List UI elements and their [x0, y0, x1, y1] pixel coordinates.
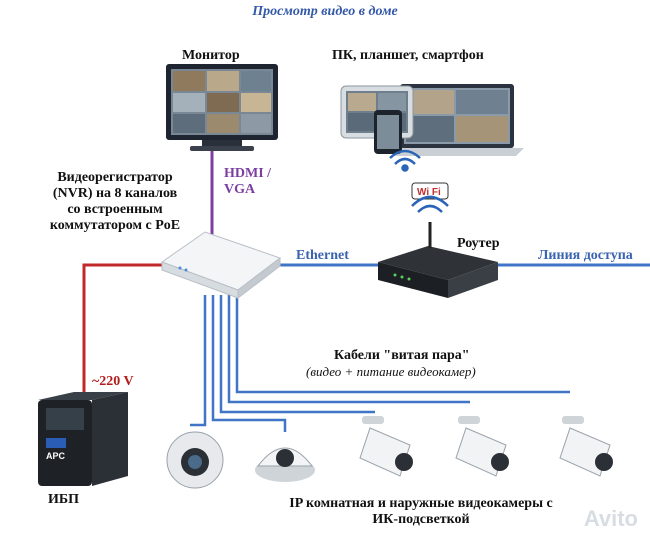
poe-cable-4	[227, 295, 470, 404]
monitor-icon	[166, 64, 278, 151]
ups-brand: APC	[46, 451, 66, 461]
poe-cable-1	[190, 295, 207, 427]
nvr-label-line-2: (NVR) на 8 каналов	[52, 186, 178, 201]
wifi-signal-icon	[389, 149, 421, 172]
router-device-icon	[378, 182, 498, 298]
bullet-camera-icon-3	[559, 416, 613, 477]
devices-label: ПК, планшет, смартфон	[332, 48, 484, 63]
cameras-label-line-2: ИК-подсветкой	[372, 512, 470, 527]
fisheye-camera-icon	[166, 431, 224, 489]
cameras-label-line-1: IP комнатная и наружные видеокамеры с	[289, 496, 553, 511]
nvr-label: Видеорегистратор (NVR) на 8 каналов со в…	[20, 170, 210, 234]
nvr-label-line-3: со встроенным	[67, 202, 163, 217]
poe-cable-3	[219, 295, 375, 414]
poe-cable-2	[211, 295, 287, 432]
ethernet-label: Ethernet	[296, 248, 349, 263]
access-line-label: Линия доступа	[538, 248, 633, 263]
nvr-label-line-4: коммутатором с PoE	[49, 218, 181, 233]
poe-cable-5	[235, 295, 570, 394]
cameras-label: IP комнатная и наружные видеокамеры с ИК…	[236, 496, 606, 528]
bullet-camera-icon-1	[359, 416, 413, 477]
hdmi-label: HDMI / VGA	[224, 166, 271, 198]
diagram-title: Просмотр видео в доме	[252, 4, 398, 19]
router-badge: Wi Fi	[417, 187, 441, 198]
cables-sublabel: (видео + питание видеокамер)	[306, 364, 476, 379]
voltage-label: ~220 V	[92, 374, 134, 389]
watermark: Avito	[583, 506, 638, 531]
nvr-device-icon	[160, 231, 282, 300]
dome-camera-icon	[255, 447, 315, 482]
connection-lines	[82, 150, 650, 432]
hdmi-label-line-2: VGA	[224, 182, 256, 197]
bullet-camera-icon-2	[455, 416, 509, 477]
nvr-label-line-1: Видеорегистратор	[57, 170, 173, 185]
cables-label: Кабели "витая пара"	[334, 348, 470, 363]
hdmi-label-line-1: HDMI /	[224, 166, 272, 181]
ups-icon	[38, 392, 128, 486]
laptop-tablet-phone-icon	[340, 84, 524, 156]
monitor-label: Монитор	[182, 48, 240, 63]
power-cable	[82, 263, 170, 395]
ups-label: ИБП	[48, 492, 80, 507]
router-wifi-icon	[411, 195, 449, 213]
router-label: Роутер	[457, 236, 500, 251]
